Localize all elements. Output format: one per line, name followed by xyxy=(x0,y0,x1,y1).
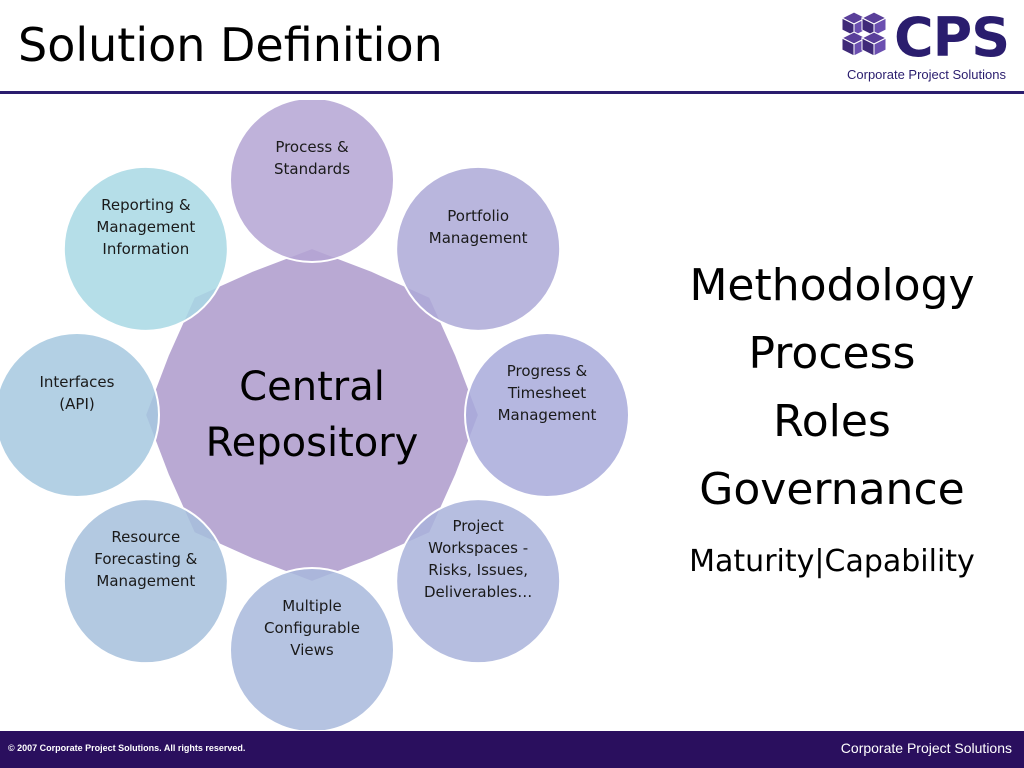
node-label-line: Resource xyxy=(111,528,181,547)
node-label-line: Timesheet xyxy=(507,384,587,402)
node-circle-0 xyxy=(229,100,395,263)
node-label-line: Standards xyxy=(273,160,351,178)
node-label-line: Reporting & xyxy=(101,195,191,214)
node-label-line: Management xyxy=(96,572,196,591)
node-label-6: Interfaces (API) xyxy=(7,371,147,415)
logo-subtitle: Corporate Project Solutions xyxy=(847,67,1006,82)
node-circle-1 xyxy=(395,165,562,332)
node-label-line: Workspaces - xyxy=(428,539,529,558)
node-label-line: Progress & xyxy=(506,362,588,380)
node-circle-6 xyxy=(0,332,160,498)
node-label-line: Process & xyxy=(275,138,349,156)
side-subline: Maturity|Capability xyxy=(689,544,975,579)
footer-bar: © 2007 Corporate Project Solutions. All … xyxy=(0,731,1024,768)
node-circle-7 xyxy=(62,165,229,332)
node-label-line: Project xyxy=(452,517,504,536)
node-label-line: Risks, Issues, xyxy=(428,561,529,580)
side-line-process: Process xyxy=(748,328,916,379)
side-line-roles: Roles xyxy=(773,396,891,447)
node-circle-4 xyxy=(229,567,395,730)
central-repository-shape xyxy=(146,249,478,581)
node-label-line: (API) xyxy=(59,395,95,413)
node-label-line: Portfolio xyxy=(447,206,510,225)
node-label-line: Forecasting & xyxy=(94,550,198,569)
node-label-line: Deliverables… xyxy=(424,583,533,602)
side-line-governance: Governance xyxy=(699,464,965,515)
node-label-0: Process & Standards xyxy=(242,136,382,180)
cps-logo: CPS Corporate Project Solutions xyxy=(838,6,1018,86)
node-circle-5 xyxy=(62,498,229,665)
node-label-line: Interfaces xyxy=(39,373,115,391)
footer-copyright: © 2007 Corporate Project Solutions. All … xyxy=(8,743,246,753)
node-circle-2 xyxy=(464,332,630,498)
node-label-line: Management xyxy=(96,217,196,236)
center-label-line-1: Central xyxy=(239,364,385,410)
cubes-icon xyxy=(840,11,888,57)
node-label-line: Multiple xyxy=(282,597,342,615)
side-panel: Methodology Process Roles Governance Mat… xyxy=(656,252,1008,579)
node-label-line: Information xyxy=(102,239,190,258)
diagram-canvas xyxy=(0,100,630,730)
logo-word: CPS xyxy=(894,6,1010,69)
slide-title: Solution Definition xyxy=(18,18,443,72)
node-label-line: Views xyxy=(290,641,334,659)
node-label-line: Configurable xyxy=(264,619,360,637)
footer-company: Corporate Project Solutions xyxy=(840,740,1012,756)
node-circle-3 xyxy=(395,498,562,665)
side-line-methodology: Methodology xyxy=(689,260,975,311)
center-label: Central Repository xyxy=(172,359,452,471)
node-label-line: Management xyxy=(428,228,528,247)
title-divider xyxy=(0,91,1024,94)
center-label-line-2: Repository xyxy=(205,420,419,466)
node-label-line: Management xyxy=(497,406,597,424)
